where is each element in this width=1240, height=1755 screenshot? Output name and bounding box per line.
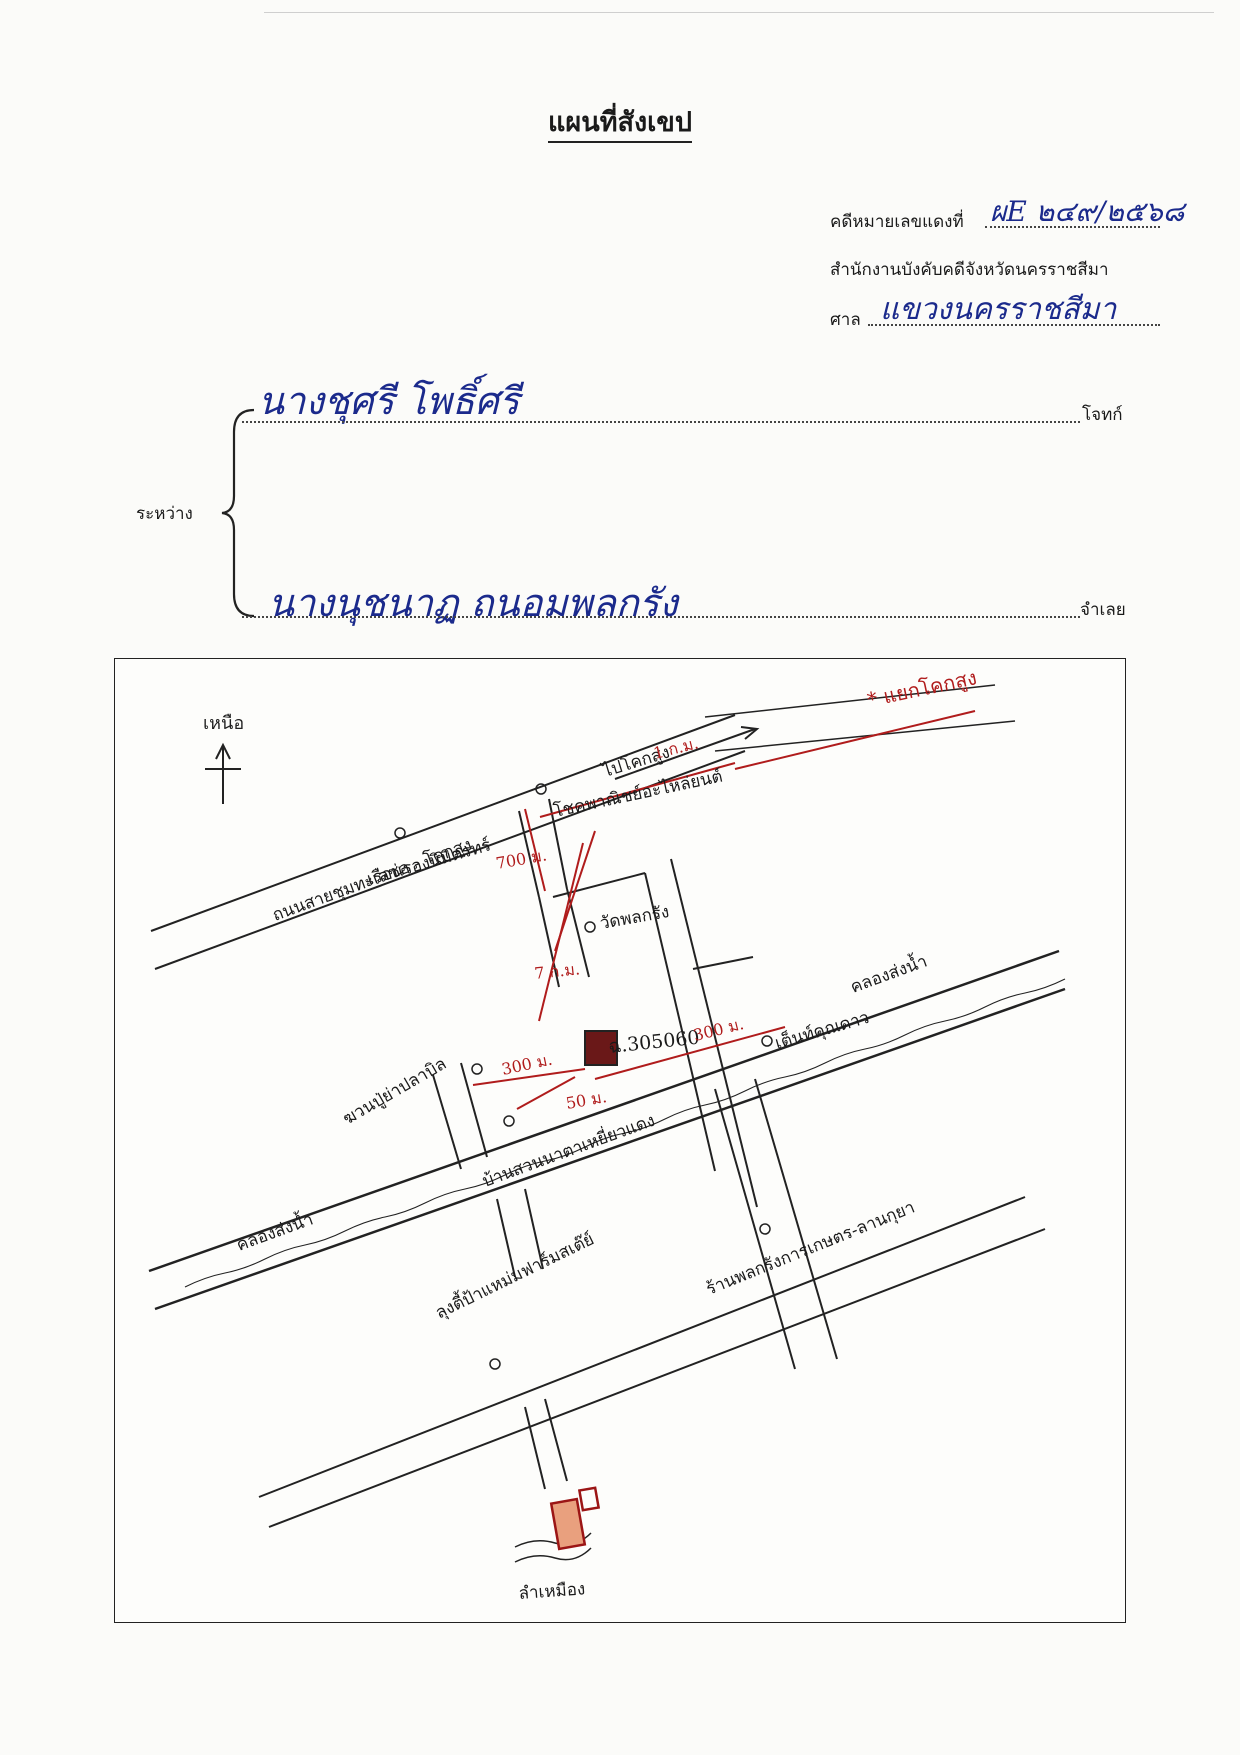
between-label: ระหว่าง bbox=[136, 504, 193, 524]
map-label-canal-east: คลองส่งน้ำ bbox=[847, 949, 930, 998]
annotation-50m: 50 ม. bbox=[564, 1087, 608, 1113]
court-label: ศาล bbox=[830, 310, 861, 330]
map-label-tent-khun-dao: เต็นท์คุณดาว bbox=[772, 1006, 871, 1054]
map-label-phon-krang-kaset: ร้านพลกรังการเกษตร-ลานกุยา bbox=[703, 1197, 917, 1299]
north-arrow-icon bbox=[205, 742, 241, 804]
case-number-line bbox=[985, 226, 1160, 228]
target-building-icon bbox=[584, 1030, 618, 1066]
defendant-name: นางนุชนาฏ ถนอมพลกรัง bbox=[268, 581, 678, 625]
sketch-map-canvas: เหนือ bbox=[148, 665, 1066, 1604]
distance-markers bbox=[472, 710, 976, 1110]
map-label-suan-puya: ฆวนปู่ย่าปลาบิล bbox=[340, 1054, 450, 1129]
map-label-lam-mueang: ลำเหมือง bbox=[518, 1579, 586, 1604]
party-brace bbox=[221, 408, 255, 618]
annotation-khok-sung-junction: * แยกโคกสูง bbox=[865, 665, 979, 713]
map-label-wat-phon-krang: วัดพลกรัง bbox=[598, 902, 670, 934]
map-label-canal-west: คลองส่งน้ำ bbox=[233, 1207, 316, 1256]
defendant-line bbox=[242, 616, 1080, 618]
map-label-farmstay: ลุงตี้ป้าแหม่มฟาร์มสเต๊ย์ bbox=[431, 1227, 597, 1324]
sketch-map: เหนือ bbox=[114, 658, 1126, 1623]
scan-edge-line bbox=[264, 12, 1214, 13]
north-label: เหนือ bbox=[203, 713, 244, 734]
plaintiff-line bbox=[242, 421, 1080, 423]
page-title: แผนที่สังเขป bbox=[0, 100, 1240, 143]
destination-house-icon bbox=[549, 1486, 601, 1551]
annotation-7km: 7 ก.ม. bbox=[533, 959, 580, 983]
court-line bbox=[868, 324, 1160, 326]
case-number-value: ผE ๒๔๙/๒๕๖๘ bbox=[990, 195, 1185, 228]
canal bbox=[148, 949, 1066, 1311]
plaintiff-label: โจทก์ bbox=[1082, 405, 1123, 425]
annotation-1km: 1 ก.ม. bbox=[651, 733, 700, 762]
map-label-ruean-rong: เรือนรองนิมิตรทร์ bbox=[365, 835, 493, 889]
court-value: แขวงนครราชสีมา bbox=[880, 292, 1117, 327]
place-markers bbox=[394, 783, 773, 1370]
office-label: สำนักงานบังคับคดีจังหวัดนครราชสีมา bbox=[830, 260, 1109, 280]
lower-road bbox=[258, 1196, 1046, 1528]
case-number-label: คดีหมายเลขแดงที่ bbox=[830, 212, 964, 232]
map-label-ban-suan: บ้านสวนนาตาเหยี่ยวแดง bbox=[479, 1108, 658, 1192]
defendant-label: จำเลย bbox=[1080, 600, 1126, 620]
main-road bbox=[150, 684, 1016, 970]
direction-arrow-icon bbox=[614, 726, 760, 780]
plaintiff-name: นางชุศรี โพธิ์ศรี bbox=[258, 379, 520, 423]
